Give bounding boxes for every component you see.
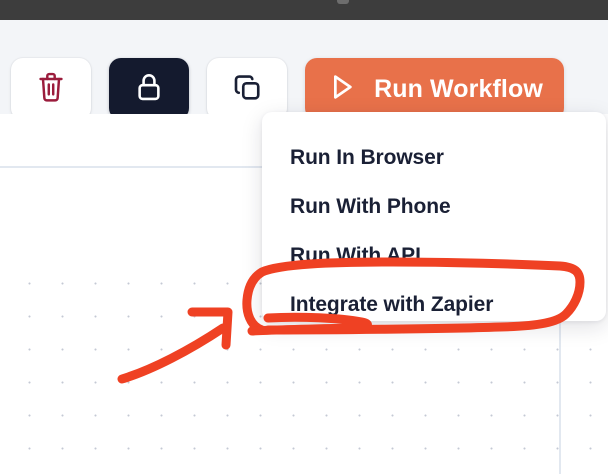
- delete-button[interactable]: [11, 58, 91, 120]
- play-icon: [326, 71, 358, 108]
- run-workflow-label: Run Workflow: [374, 74, 543, 103]
- copy-icon: [232, 72, 262, 107]
- menu-item-run-in-browser[interactable]: Run In Browser: [262, 133, 606, 182]
- window-chrome-nub: [337, 0, 349, 4]
- trash-icon: [36, 71, 66, 108]
- menu-item-run-with-api[interactable]: Run With API: [262, 231, 606, 280]
- menu-item-label: Run With API: [290, 243, 421, 267]
- menu-item-integrate-with-zapier[interactable]: Integrate with Zapier: [262, 280, 606, 329]
- menu-item-label: Integrate with Zapier: [290, 292, 494, 316]
- menu-item-label: Run In Browser: [290, 145, 444, 169]
- lock-button[interactable]: [109, 58, 189, 120]
- window-chrome-bar: [0, 0, 608, 20]
- run-options-menu: Run In Browser Run With Phone Run With A…: [262, 112, 606, 321]
- run-workflow-button[interactable]: Run Workflow: [305, 58, 564, 120]
- menu-item-run-with-phone[interactable]: Run With Phone: [262, 182, 606, 231]
- workflow-toolbar: Run Workflow: [0, 20, 608, 120]
- lock-icon: [135, 71, 163, 108]
- menu-item-label: Run With Phone: [290, 194, 451, 218]
- duplicate-button[interactable]: [207, 58, 287, 120]
